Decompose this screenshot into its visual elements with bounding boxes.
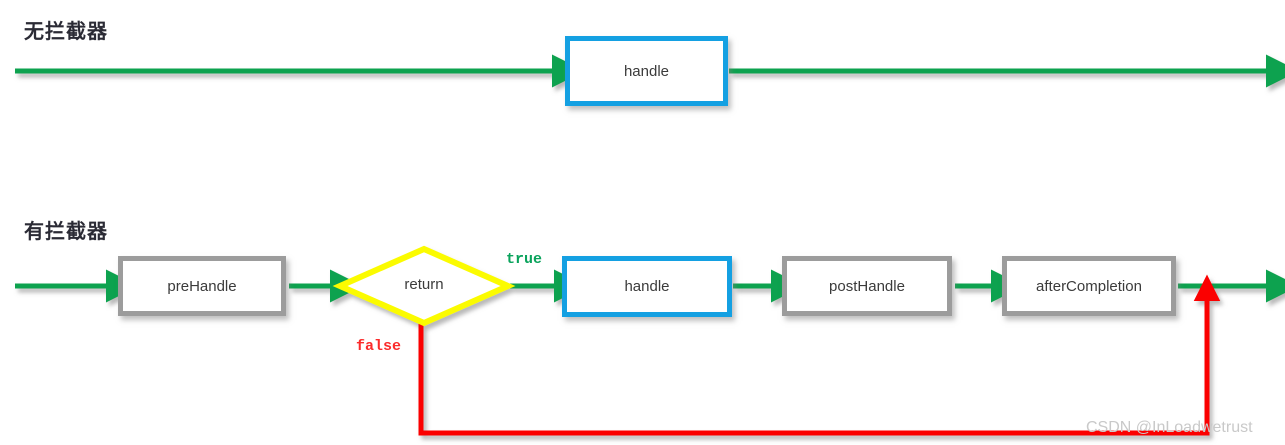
decision-return-shape	[332, 245, 516, 327]
node-handle-label: handle	[624, 278, 670, 295]
watermark: CSDN @InLoadwetrust	[1086, 419, 1253, 436]
node-prehandle-label: preHandle	[167, 277, 237, 295]
node-handle-top[interactable]: handle	[565, 36, 728, 106]
node-return-decision[interactable]: return	[340, 249, 508, 323]
node-prehandle[interactable]: preHandle	[118, 256, 286, 316]
edge-return-false-bypass	[418, 274, 1221, 436]
node-return-label: return	[404, 276, 444, 293]
node-aftercompletion-label: afterCompletion	[1036, 277, 1142, 295]
node-handle-top-label: handle	[623, 62, 670, 80]
section-title-with-interceptor: 有拦截器	[24, 221, 108, 243]
edge-label-false: false	[356, 338, 402, 355]
node-posthandle-label: postHandle	[829, 277, 905, 295]
node-handle[interactable]: handle	[562, 256, 732, 317]
node-aftercompletion[interactable]: afterCompletion	[1002, 256, 1176, 316]
edge-label-true: true	[506, 251, 543, 268]
node-posthandle[interactable]: postHandle	[782, 256, 952, 316]
section-title-no-interceptor: 无拦截器	[24, 21, 108, 43]
